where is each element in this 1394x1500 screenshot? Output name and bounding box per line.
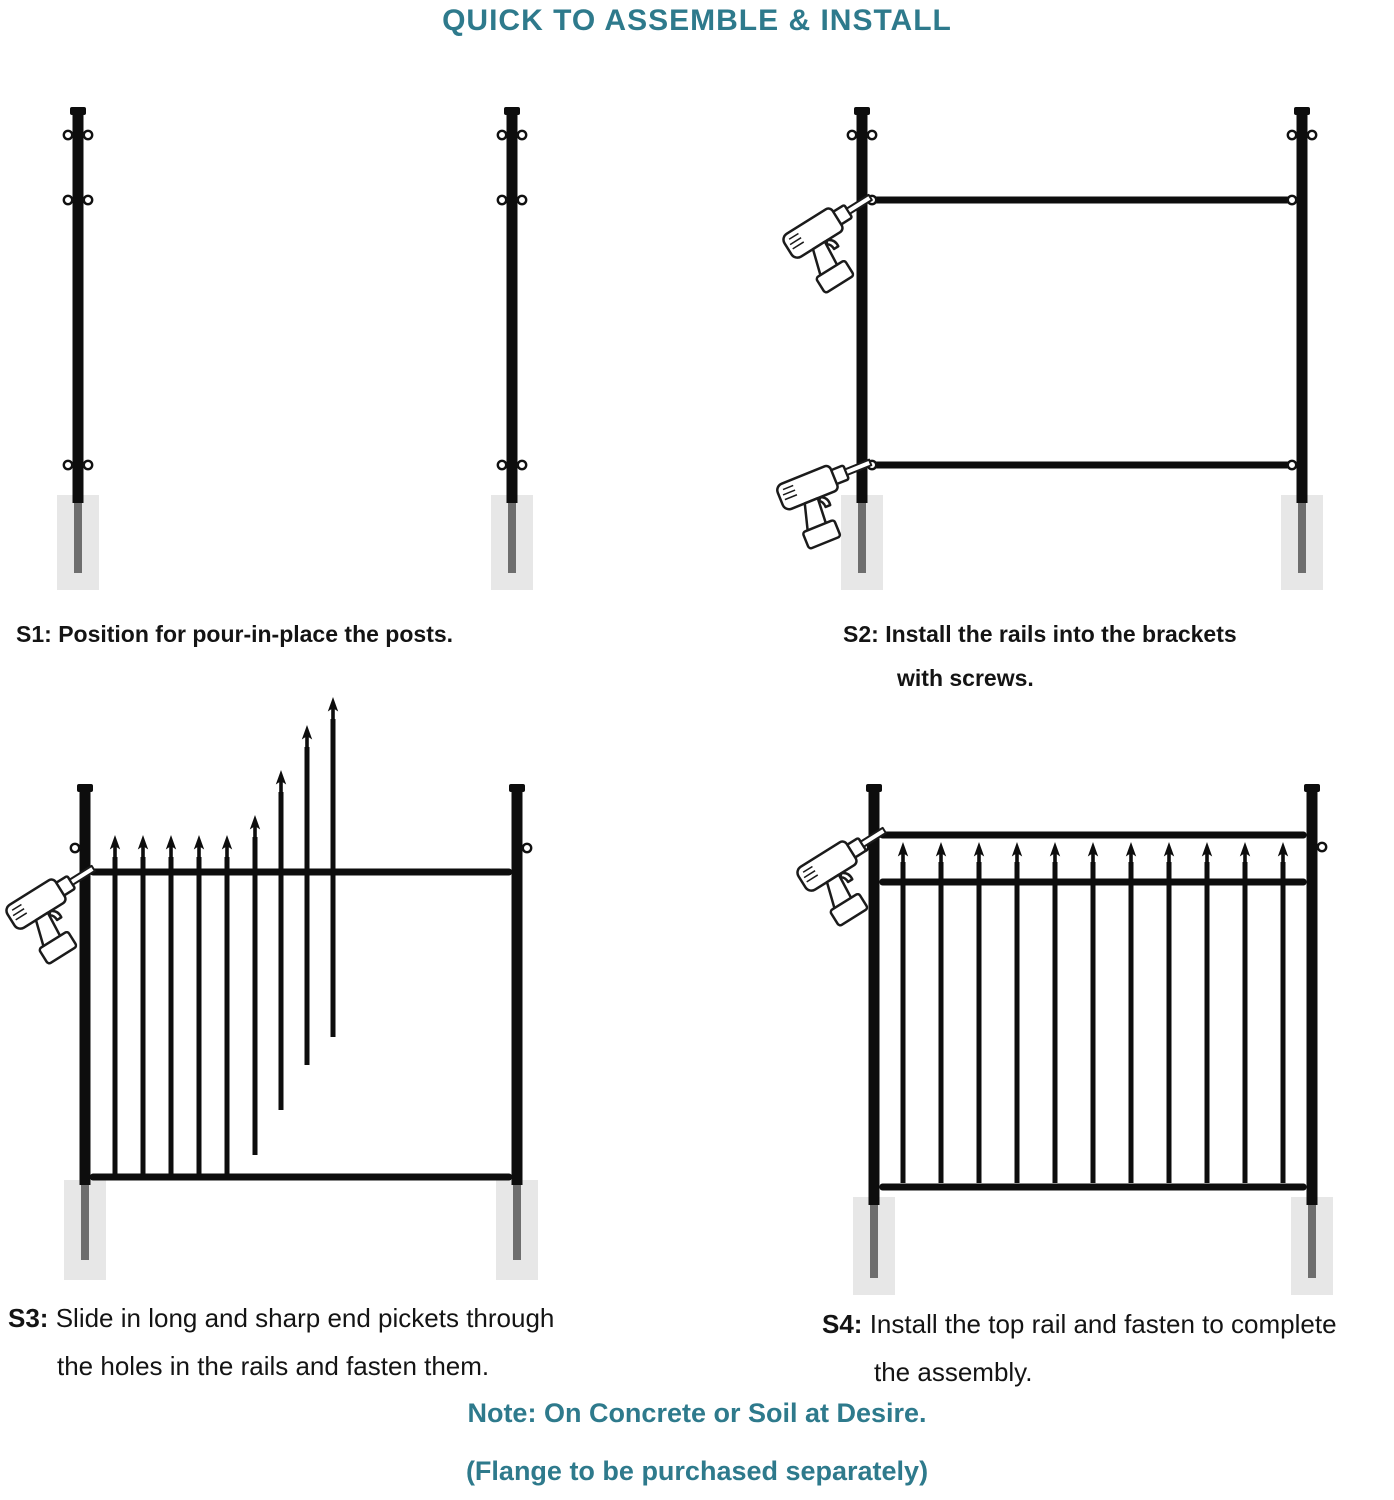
fence-post bbox=[57, 107, 99, 590]
step1-text: Position for pour-in-place the posts. bbox=[58, 621, 454, 647]
step4-label: S4: bbox=[822, 1309, 863, 1339]
bracket-ring-icon bbox=[1286, 459, 1298, 471]
picket-spear-icon bbox=[327, 697, 339, 721]
bracket-ring-icon bbox=[82, 459, 94, 471]
bracket-ring-icon bbox=[516, 459, 528, 471]
step3-text-line2: the holes in the rails and fasten them. bbox=[57, 1351, 490, 1381]
fence-post bbox=[1291, 784, 1333, 1295]
picket-spear-icon bbox=[301, 725, 313, 749]
post-stake bbox=[81, 1185, 89, 1260]
bracket-ring-icon bbox=[496, 129, 508, 141]
bracket-ring-icon bbox=[69, 842, 81, 854]
step4-text-line2: the assembly. bbox=[874, 1357, 1033, 1387]
fence-post bbox=[853, 784, 895, 1295]
picket-spear-icon bbox=[165, 835, 177, 859]
bracket-ring-icon bbox=[62, 129, 74, 141]
bracket-ring-icon bbox=[521, 842, 533, 854]
step3-label: S3: bbox=[8, 1303, 49, 1333]
picket-spear-icon bbox=[275, 770, 287, 794]
bracket-ring-icon bbox=[516, 129, 528, 141]
picket-spear-icon bbox=[193, 835, 205, 859]
step3-text: Slide in long and sharp end pickets thro… bbox=[55, 1303, 555, 1333]
post-cap bbox=[504, 107, 520, 115]
picket-spear-icon bbox=[221, 835, 233, 859]
bracket-ring-icon bbox=[866, 129, 878, 141]
post-stake bbox=[508, 500, 516, 573]
bracket-ring-icon bbox=[1316, 841, 1328, 853]
bottom-rail bbox=[879, 1183, 1307, 1191]
placed-pickets bbox=[109, 835, 233, 1175]
step2-caption: S2: Install the rails into the brackets … bbox=[843, 612, 1363, 700]
upper-rail bbox=[90, 868, 512, 876]
step2-text: Install the rails into the brackets bbox=[885, 621, 1237, 647]
picket-spear-icon bbox=[109, 835, 121, 859]
post-stake bbox=[513, 1185, 521, 1260]
post-stake bbox=[858, 500, 866, 573]
top-rail bbox=[867, 196, 1297, 204]
fence-post bbox=[491, 107, 533, 590]
bracket-ring-icon bbox=[496, 459, 508, 471]
post-cap bbox=[854, 107, 870, 115]
page-title: QUICK TO ASSEMBLE & INSTALL bbox=[442, 4, 952, 37]
fence-post bbox=[1281, 107, 1323, 590]
post-stake bbox=[1298, 500, 1306, 573]
post-stake bbox=[74, 500, 82, 573]
post-cap bbox=[70, 107, 86, 115]
step1-label: S1: bbox=[16, 621, 52, 647]
bottom-rail bbox=[867, 461, 1297, 469]
post-stake bbox=[1308, 1200, 1316, 1278]
fence-post bbox=[841, 107, 883, 590]
post-stake bbox=[870, 1200, 878, 1278]
step3-caption: S3: Slide in long and sharp end pickets … bbox=[8, 1294, 658, 1390]
step2-label: S2: bbox=[843, 621, 879, 647]
upper-rail bbox=[879, 878, 1307, 886]
bracket-ring-icon bbox=[496, 194, 508, 206]
fence-post bbox=[496, 784, 538, 1280]
note-flange: (Flange to be purchased separately) bbox=[465, 1456, 929, 1486]
step4-text: Install the top rail and fasten to compl… bbox=[869, 1309, 1337, 1339]
step4-illustration bbox=[793, 784, 1333, 1295]
bracket-ring-icon bbox=[62, 459, 74, 471]
step2-text-line2: with screws. bbox=[897, 665, 1034, 691]
pickets bbox=[897, 842, 1289, 1183]
step3-illustration bbox=[2, 697, 538, 1280]
top-rail bbox=[879, 831, 1307, 839]
post-cap bbox=[866, 784, 882, 792]
fence-post bbox=[64, 784, 106, 1280]
bracket-ring-icon bbox=[82, 129, 94, 141]
bracket-ring-icon bbox=[516, 194, 528, 206]
picket-spear-icon bbox=[249, 815, 261, 839]
step1-caption: S1: Position for pour-in-place the posts… bbox=[16, 612, 616, 656]
step1-illustration bbox=[57, 107, 533, 590]
post-cap bbox=[77, 784, 93, 792]
bracket-ring-icon bbox=[82, 194, 94, 206]
bracket-ring-icon bbox=[846, 129, 858, 141]
step2-illustration bbox=[773, 107, 1323, 590]
bracket-ring-icon bbox=[1286, 194, 1298, 206]
post-cap bbox=[1304, 784, 1320, 792]
note-concrete-soil: Note: On Concrete or Soil at Desire. bbox=[467, 1398, 927, 1428]
bracket-ring-icon bbox=[62, 194, 74, 206]
picket-spear-icon bbox=[137, 835, 149, 859]
step4-caption: S4: Install the top rail and fasten to c… bbox=[822, 1300, 1394, 1396]
bracket-ring-icon bbox=[1306, 129, 1318, 141]
bottom-rail bbox=[90, 1173, 512, 1181]
sliding-pickets bbox=[249, 697, 339, 1155]
post-cap bbox=[1294, 107, 1310, 115]
post-cap bbox=[509, 784, 525, 792]
bracket-ring-icon bbox=[1286, 129, 1298, 141]
